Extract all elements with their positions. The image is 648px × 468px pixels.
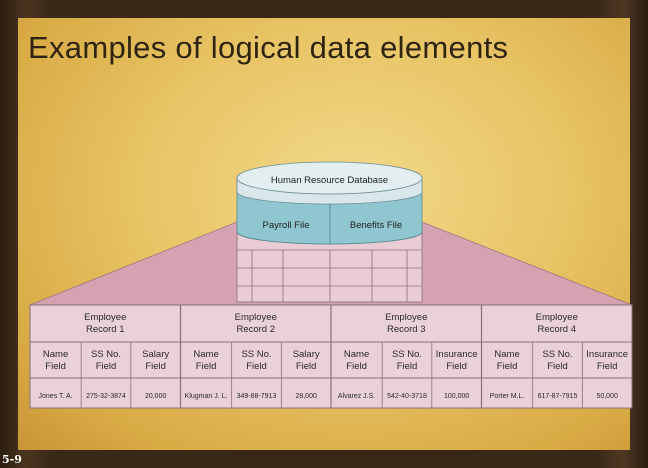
field-label-line1: Salary — [293, 349, 320, 360]
field-label-line2: Field — [497, 361, 518, 372]
field-label-line1: SS No. — [542, 349, 572, 360]
cylinder-top-ellipse — [236, 161, 423, 195]
field-label-line2: Field — [296, 361, 317, 372]
field-value: 28,000 — [295, 393, 317, 400]
field-label-line2: Field — [346, 361, 367, 372]
field-value: Klugman J. L. — [185, 393, 228, 400]
field-label-line2: Field — [547, 361, 568, 372]
record-title-line2: Record 1 — [86, 324, 125, 335]
field-label-line1: Name — [193, 349, 218, 360]
record-title-line2: Record 2 — [236, 324, 275, 335]
field-label-line1: Insurance — [436, 349, 478, 360]
field-label-line1: Salary — [142, 349, 169, 360]
field-label-line1: Name — [43, 349, 68, 360]
slide-title: Examples of logical data elements — [28, 30, 509, 65]
field-value: 100,000 — [444, 393, 469, 400]
field-value: Alvarez J.S. — [338, 393, 375, 400]
field-value: 542-40-3718 — [387, 393, 427, 400]
cylinder-grid — [237, 249, 422, 302]
field-value: Porter M.L. — [490, 393, 525, 400]
field-label-line2: Field — [246, 361, 267, 372]
payroll-file-label: Payroll File — [263, 220, 310, 231]
record-title-line1: Employee — [385, 312, 427, 323]
field-label-line1: Insurance — [586, 349, 628, 360]
benefits-file-label: Benefits File — [350, 220, 402, 231]
database-label: Human Resource Database — [271, 175, 388, 186]
record-title-line2: Record 4 — [537, 324, 576, 335]
field-value: 617-87-7915 — [538, 393, 578, 400]
field-label-line2: Field — [446, 361, 467, 372]
slide-number: 5-9 — [2, 453, 22, 466]
record-title-line1: Employee — [84, 312, 126, 323]
record-title-line2: Record 3 — [387, 324, 426, 335]
field-label-line2: Field — [597, 361, 618, 372]
field-value: 20,000 — [145, 393, 167, 400]
field-value: Jones T. A. — [39, 393, 73, 400]
field-label-line1: Name — [344, 349, 369, 360]
field-value: 275-32-3874 — [86, 393, 126, 400]
field-label-line2: Field — [397, 361, 418, 372]
field-label-line1: SS No. — [392, 349, 422, 360]
field-value: 50,000 — [596, 393, 618, 400]
field-label-line1: SS No. — [91, 349, 121, 360]
field-label-line2: Field — [96, 361, 117, 372]
field-label-line2: Field — [145, 361, 166, 372]
field-label-line1: Name — [494, 349, 519, 360]
record-title-line1: Employee — [235, 312, 277, 323]
field-label-line1: SS No. — [241, 349, 271, 360]
field-label-line2: Field — [196, 361, 217, 372]
record-title-line1: Employee — [536, 312, 578, 323]
field-value: 349-88-7913 — [237, 393, 277, 400]
files-bottom-rim — [236, 231, 423, 245]
field-label-line2: Field — [45, 361, 66, 372]
